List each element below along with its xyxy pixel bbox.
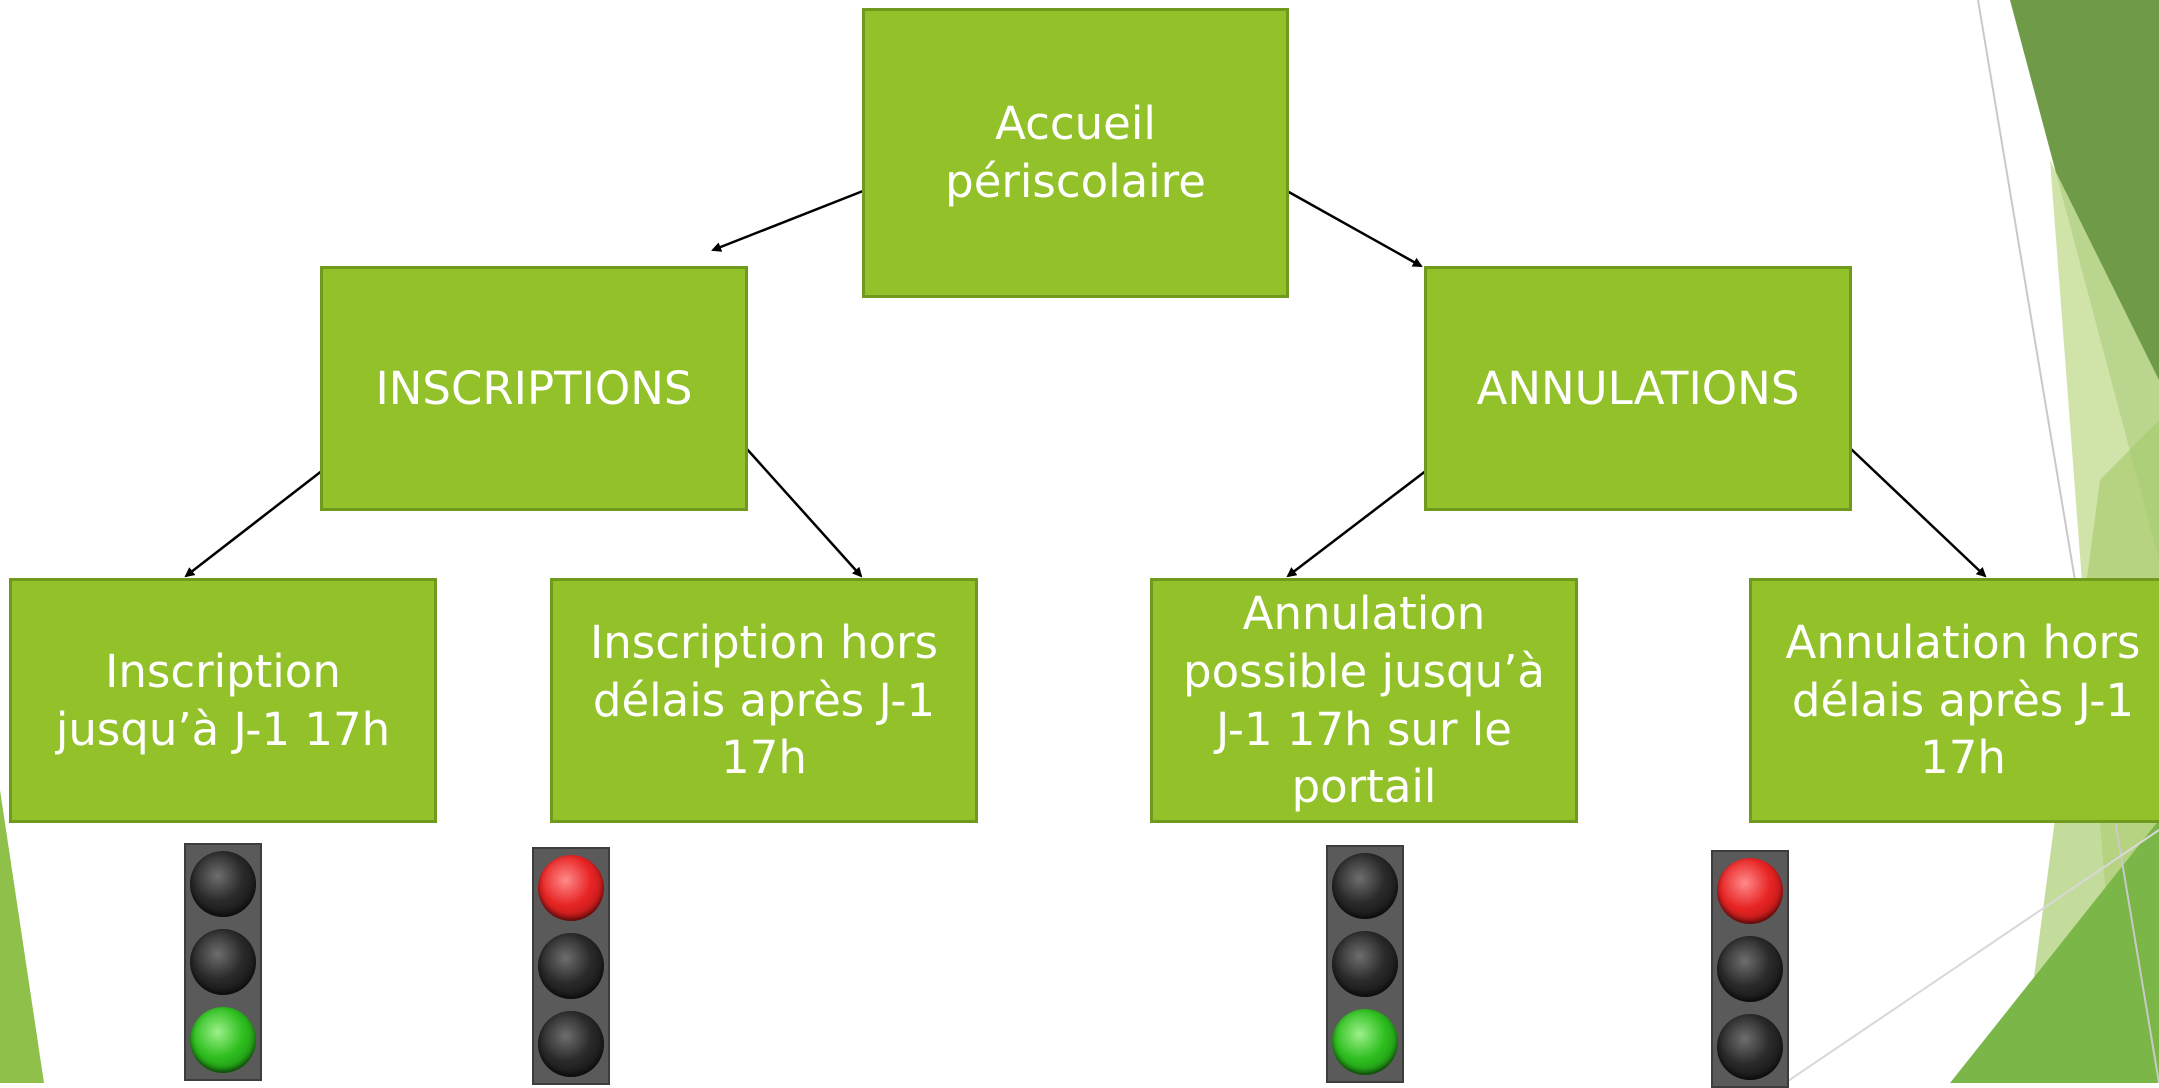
lamp-middle [1332,931,1398,997]
decor-bright-green-triangle [1950,820,2159,1083]
decor-thin-line-1 [1977,0,2159,1083]
node-annulations: ANNULATIONS [1424,266,1852,511]
arrow-root-to-annulations [1286,189,1423,268]
lamp-green-lit [1332,1009,1398,1075]
arrow-root-to-inscriptions [711,189,864,252]
lamp-red-lit [538,855,604,921]
lamp-middle [1717,936,1783,1002]
node-inscription-delay: Inscription jusqu’à J-1 17h [9,578,437,823]
arrow-annulations-to-delay [1286,469,1428,578]
lamp-bottom [1717,1014,1783,1080]
lamp-green-lit [190,1007,256,1073]
arrow-inscriptions-to-late [745,447,863,578]
lamp-bottom [538,1011,604,1077]
traffic-light-icon [1326,845,1404,1083]
traffic-light-icon [532,847,610,1085]
node-annulation-delay: Annulation possible jusqu’à J-1 17h sur … [1150,578,1578,823]
decor-thin-line-2 [1784,829,2159,1083]
traffic-light-icon [1711,850,1789,1088]
arrow-inscriptions-to-delay [184,469,324,578]
decor-left-green-triangle [0,790,44,1083]
node-annulation-late: Annulation hors délais après J-1 17h [1749,578,2159,823]
node-accueil-periscolaire: Accueil périscolaire [862,8,1289,298]
lamp-top [1332,853,1398,919]
node-inscriptions: INSCRIPTIONS [320,266,748,511]
arrow-annulations-to-late [1849,447,1987,578]
lamp-middle [538,933,604,999]
lamp-red-lit [1717,858,1783,924]
lamp-middle [190,929,256,995]
node-inscription-late: Inscription hors délais après J-1 17h [550,578,978,823]
lamp-top [190,851,256,917]
traffic-light-icon [184,843,262,1081]
